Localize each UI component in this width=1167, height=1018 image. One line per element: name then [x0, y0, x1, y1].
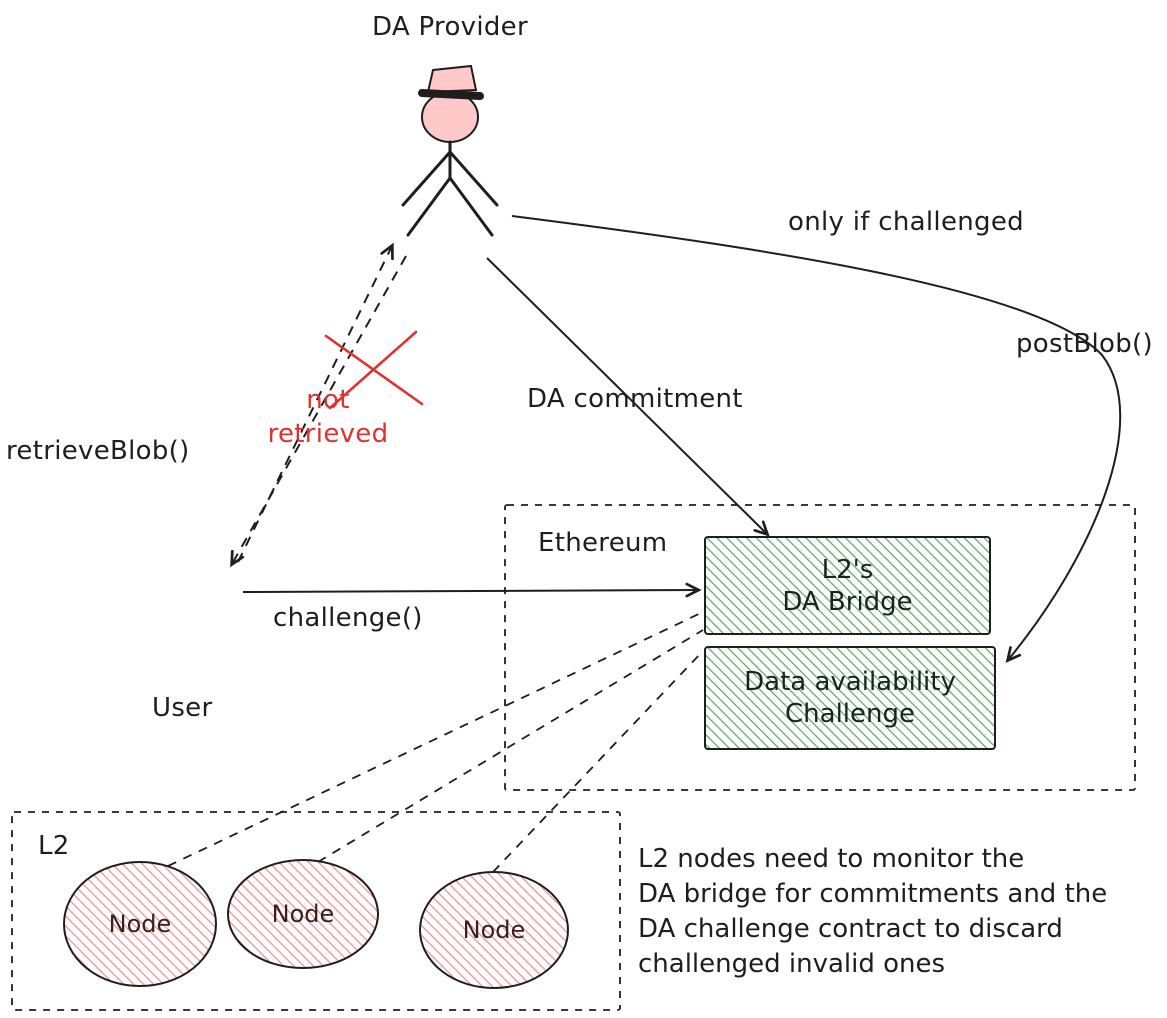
cross-line-2 [328, 330, 418, 410]
da-commitment-label: DA commitment [527, 384, 743, 414]
challenge-arrow [242, 582, 702, 598]
node3-label-box: Node [420, 872, 568, 988]
node2-label: Node [271, 900, 335, 928]
l2-container-box [11, 811, 621, 1011]
node1-label-box: Node [64, 862, 216, 986]
note-line-2: DA bridge for commitments and the [638, 879, 1108, 909]
node1-monitor-line [167, 611, 704, 867]
da-bridge-box-label: L2's DA Bridge [705, 537, 990, 634]
actor-right-arm [448, 150, 499, 207]
actor-hat-band [418, 89, 484, 100]
da-challenge-line1: Data availability [744, 667, 956, 697]
ethereum-container-box [504, 504, 1136, 791]
not-retrieved-label: not retrieved [258, 383, 398, 451]
da-challenge-box [704, 646, 996, 750]
not-retrieved-cross [324, 330, 424, 410]
actor-left-leg [406, 176, 452, 237]
blob-response-arrow [230, 255, 407, 568]
post-blob-label: postBlob() [1016, 329, 1153, 359]
retrieve-blob-label: retrieveBlob() [6, 436, 190, 466]
da-provider-label: DA Provider [372, 12, 528, 42]
node2-ellipse [227, 859, 379, 969]
user-label: User [152, 693, 213, 723]
da-bridge-box [704, 536, 991, 635]
not-retrieved-line1: not [306, 385, 350, 415]
challenge-label: challenge() [273, 603, 423, 633]
ethereum-label: Ethereum [538, 528, 668, 558]
actor-right-leg [448, 176, 494, 237]
l2-label: L2 [38, 831, 70, 861]
note-line-3: DA challenge contract to discard [638, 914, 1063, 944]
actor-head [421, 91, 479, 143]
da-provider-actor [401, 64, 499, 237]
only-if-challenged-label: only if challenged [788, 207, 1024, 237]
node1-ellipse [63, 861, 217, 987]
node3-ellipse [419, 871, 569, 989]
note-line-4: challenged invalid ones [638, 949, 946, 979]
note-line-1: L2 nodes need to monitor the [638, 844, 1025, 874]
not-retrieved-line2: retrieved [267, 419, 389, 449]
node3-monitor-line [492, 651, 703, 873]
node1-label: Node [108, 910, 172, 938]
note-text: L2 nodes need to monitor the DA bridge f… [638, 842, 1107, 982]
node3-label: Node [462, 916, 526, 944]
da-bridge-line2: DA Bridge [782, 586, 913, 617]
da-bridge-line1: L2's [821, 554, 874, 585]
da-challenge-box-label: Data availability Challenge [705, 647, 995, 749]
node2-label-box: Node [228, 860, 378, 968]
actor-hat [426, 64, 478, 94]
post-blob-arrow [511, 215, 1122, 663]
node2-monitor-line [317, 629, 704, 863]
da-challenge-line2: Challenge [785, 699, 915, 729]
actor-left-arm [401, 150, 452, 207]
da-commitment-arrow [486, 257, 770, 537]
